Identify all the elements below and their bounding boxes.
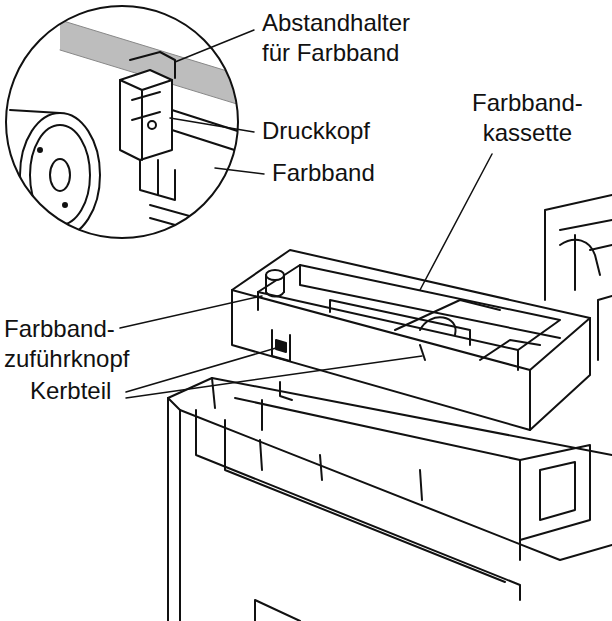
spacer-label: Abstandhalter für Farbband — [262, 8, 438, 68]
feed-knob-label: Farbband- zuführknopf — [4, 314, 129, 374]
notch-label: Kerbteil — [30, 376, 111, 406]
printhead-label: Druckkopf — [262, 116, 370, 146]
cassette-label: Farbband- kassette — [472, 88, 583, 148]
ribbon-label: Farbband — [272, 158, 375, 188]
